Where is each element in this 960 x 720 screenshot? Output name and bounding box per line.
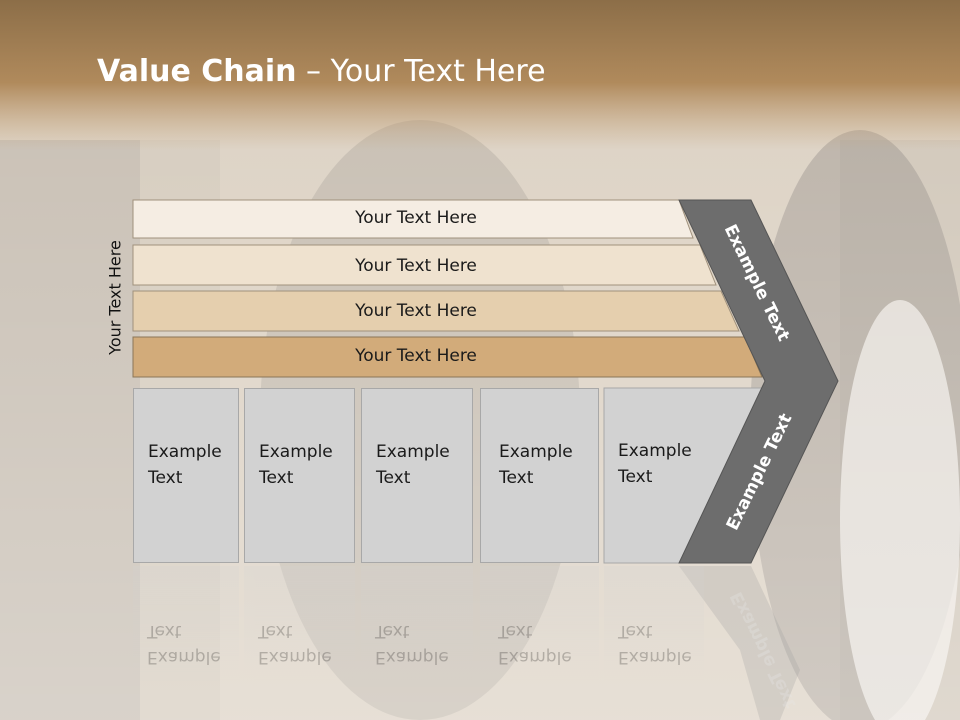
box-4-line2: Text [499, 468, 534, 488]
box-2-line2: Text [259, 468, 294, 488]
bar-4-label: Your Text Here [355, 346, 477, 366]
box-3-line1: Example [376, 442, 450, 462]
bar-2-label: Your Text Here [355, 256, 477, 276]
box-2-reflection-text: Example Text [258, 618, 332, 670]
bar-1-label: Your Text Here [355, 208, 477, 228]
box-5-reflection-line2: Text [618, 621, 653, 641]
page-title: Value Chain – Your Text Here [97, 54, 546, 89]
box-4-line1: Example [499, 442, 573, 462]
box-1-line2: Text [148, 468, 183, 488]
box-2-reflection: Example Text [244, 566, 355, 720]
box-4-reflection-text: Example Text [498, 618, 572, 670]
box-3-line2: Text [376, 468, 411, 488]
box-5-line1: Example [618, 441, 692, 461]
chevron-arrow [678, 199, 839, 564]
bar-1-shape [132, 199, 694, 239]
box-2-reflection-line1: Example [258, 647, 332, 667]
side-label: Your Text Here [105, 240, 125, 355]
box-3-reflection-line2: Text [375, 621, 410, 641]
box-2-line1: Example [259, 442, 333, 462]
bar-2-shape [132, 244, 717, 286]
box-4-reflection-line2: Text [498, 621, 533, 641]
title-bold: Value Chain [97, 54, 297, 89]
title-rest: – Your Text Here [296, 54, 546, 89]
box-1-line1: Example [148, 442, 222, 462]
box-1-reflection-line2: Text [147, 621, 182, 641]
box-3-reflection-text: Example Text [375, 618, 449, 670]
box-3-reflection-line1: Example [375, 647, 449, 667]
box-5-line2: Text [618, 467, 653, 487]
box-2-reflection-line2: Text [258, 621, 293, 641]
box-1-reflection: Example Text [133, 566, 239, 720]
box-4-reflection: Example Text [480, 566, 599, 720]
box-5-reflection-text: Example Text [618, 618, 692, 670]
bar-3-shape [132, 290, 740, 332]
bar-4-shape [132, 336, 763, 378]
chevron-reflection [679, 566, 800, 720]
box-5-reflection: Example Text [604, 566, 704, 720]
box-5-reflection-line1: Example [618, 647, 692, 667]
bar-3-label: Your Text Here [355, 301, 477, 321]
box-4-reflection-line1: Example [498, 647, 572, 667]
box-1-reflection-text: Example Text [147, 618, 221, 670]
box-3-reflection: Example Text [361, 566, 473, 720]
box-1-reflection-line1: Example [147, 647, 221, 667]
